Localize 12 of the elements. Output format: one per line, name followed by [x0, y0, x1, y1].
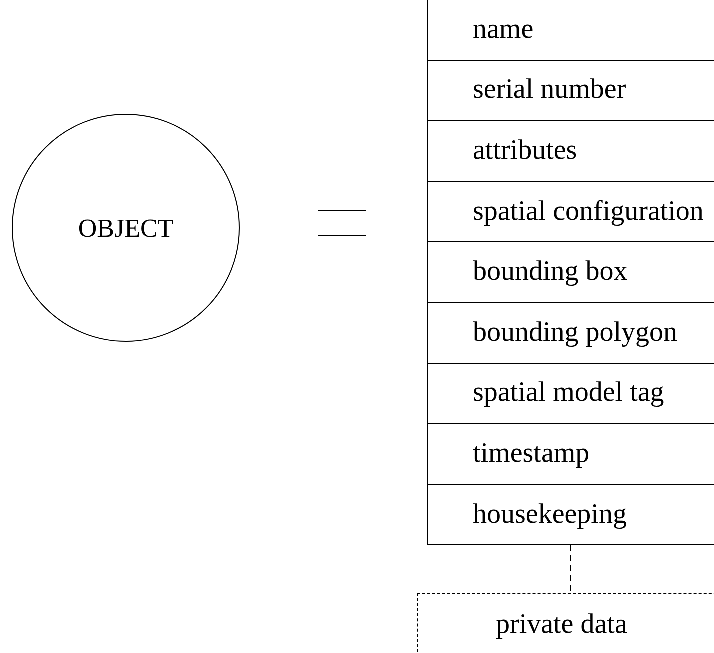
field-row: spatial configuration — [428, 182, 714, 242]
field-row: timestamp — [428, 424, 714, 485]
field-row: housekeeping — [428, 484, 714, 546]
field-row: bounding polygon — [428, 302, 714, 364]
field-row: serial number — [428, 60, 714, 122]
record-table — [427, 0, 714, 546]
field-row: attributes — [428, 121, 714, 182]
field-row: name — [428, 0, 714, 61]
dashed-box: private data — [417, 593, 714, 653]
dashed-connector — [570, 544, 571, 594]
field-row: spatial model tag — [428, 364, 714, 424]
field-row: bounding box — [428, 242, 714, 303]
